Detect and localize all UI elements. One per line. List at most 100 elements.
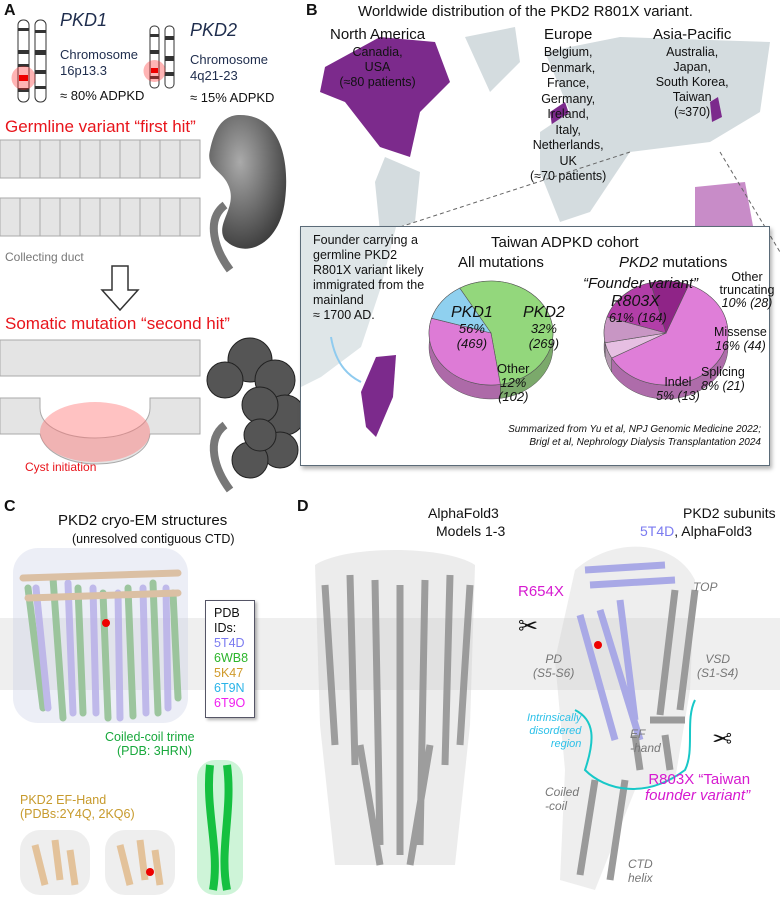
- text: (≈370): [674, 105, 711, 119]
- pie-slice-other-truncating: [650, 280, 690, 334]
- r654x-label: R654X: [518, 583, 564, 600]
- text: PKD1: [451, 304, 493, 321]
- text: (PDBs:2Y4Q, 2KQ6): [20, 807, 135, 821]
- text: EF: [630, 727, 646, 741]
- subunits-title: PKD2 subunits: [683, 505, 776, 521]
- text: germline PKD2: [313, 248, 398, 262]
- text: (S5-S6): [533, 666, 575, 680]
- text: Denmark,: [541, 60, 596, 75]
- text: (≈70 patients): [530, 169, 607, 183]
- pie-slice-other: [431, 287, 492, 334]
- alphafold-subtitle: Models 1-3: [436, 523, 506, 539]
- collecting-duct-label: Collecting duct: [5, 250, 84, 264]
- pdb-id: 5K47: [214, 666, 244, 680]
- text: R801X variant likely: [313, 263, 424, 277]
- text: Ireland,: [547, 107, 590, 121]
- scissors-icon: ✂: [518, 613, 539, 640]
- region-name: North America: [330, 26, 426, 43]
- text: France,: [546, 76, 590, 90]
- text: Brigl et al, Nephrology Dialysis Transpl…: [529, 437, 761, 448]
- scissors-icon: ✂: [712, 726, 733, 753]
- text: founder variant”: [645, 787, 751, 804]
- ef-hand-domain-label: EF-hand: [630, 727, 661, 755]
- text: -hand: [630, 741, 661, 755]
- kidney-illustration: [209, 115, 287, 273]
- text: (S1-S4): [697, 666, 739, 680]
- region-name: Asia-Pacific: [653, 26, 732, 43]
- pkd2-chromosome-pair: [143, 25, 175, 89]
- region-name: Europe: [543, 26, 593, 43]
- text: Founder carrying a: [313, 233, 418, 247]
- panel-c-subtitle: (unresolved contiguous CTD): [72, 532, 235, 546]
- text: 5% (13): [656, 389, 700, 403]
- pie-slice-missense: [606, 282, 667, 334]
- pie2-value-r803x: 61% (164): [609, 311, 667, 325]
- down-arrow-icon: [100, 265, 140, 312]
- text: Japan,: [673, 60, 711, 74]
- text: PKD2 EF-Hand: [20, 793, 107, 807]
- pkd2-subunit-structure: [555, 546, 699, 890]
- text: PKD2: [619, 254, 659, 271]
- text: Indel: [664, 375, 692, 389]
- text: IDs:: [214, 621, 237, 635]
- text: Australia,: [666, 45, 719, 59]
- text: 10% (28): [721, 296, 773, 310]
- text: USA: [364, 60, 391, 74]
- text: 8% (21): [701, 379, 745, 393]
- text: Intrinsically: [527, 712, 582, 724]
- text: region: [550, 738, 582, 750]
- text: Germany,: [541, 91, 596, 106]
- pd-label: PD(S5-S6): [533, 652, 574, 680]
- panel-d-label: D: [297, 498, 309, 515]
- text: mainland: [313, 293, 364, 307]
- first-hit-label: Germline variant “first hit”: [5, 117, 196, 136]
- alphafold-models-structure: [315, 550, 475, 866]
- panel-c-title: PKD2 cryo-EM structures: [58, 512, 228, 529]
- text: immigrated from the: [313, 278, 425, 292]
- text: helix: [628, 871, 653, 885]
- panel-c-label: C: [4, 498, 16, 515]
- coiled-coil-structure: [197, 760, 243, 895]
- text: Belgium,: [543, 45, 593, 59]
- text: Coiled: [545, 785, 580, 799]
- top-label: TOP: [693, 580, 718, 594]
- pdb-id: 6WB8: [214, 651, 249, 665]
- pie-slice-pkd2: [428, 317, 501, 386]
- text: 32%: [530, 321, 557, 336]
- pdb-id: 5T4D: [214, 636, 245, 650]
- text: (PDB: 3HRN): [117, 744, 193, 758]
- alphafold-title: AlphaFold3: [428, 505, 499, 521]
- text: Missense: [714, 325, 767, 339]
- pkd1-share: ≈ 80% ADPKD: [60, 88, 145, 103]
- cystic-kidney-illustration: [206, 337, 306, 493]
- text: CTD: [628, 857, 653, 871]
- text: VSD: [705, 652, 731, 666]
- text: Chromosome: [60, 47, 139, 62]
- pdb-id: 6T9O: [214, 696, 246, 710]
- region-asia-pacific: Asia-Pacific Australia,Japan,South Korea…: [653, 26, 732, 120]
- ef-hand-structure-2: [105, 830, 175, 895]
- pie2-label-r803x: R803X: [611, 293, 660, 310]
- citation: Summarized from Yu et al, NPJ Genomic Me…: [508, 423, 761, 449]
- text: (269): [528, 336, 560, 351]
- text: Taiwan: [672, 90, 712, 104]
- text: 5T4D: [640, 523, 675, 539]
- ef-hand-label: PKD2 EF-Hand(PDBs:2Y4Q, 2KQ6): [20, 793, 135, 821]
- founder-variant-label: “Founder variant”: [583, 275, 699, 292]
- text: Other: [497, 361, 530, 376]
- pkd1-gene-name: PKD1: [60, 10, 108, 30]
- text: (≈80 patients): [339, 75, 416, 89]
- pie-slice-r803x: [611, 284, 729, 386]
- text: 16p13.3: [60, 63, 107, 78]
- pkd1-chromosome-pair: [11, 19, 47, 103]
